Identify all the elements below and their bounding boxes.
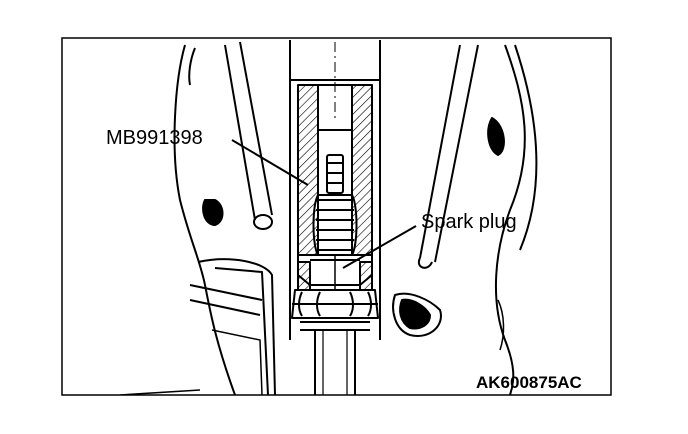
tool-label: MB991398 [106,127,203,149]
part-label: Spark plug [421,211,517,233]
tool-leader-line [231,139,309,186]
extension-bar [314,330,356,395]
spark-plug [310,154,360,290]
figure-code: AK600875AC [476,373,582,392]
socket-guide-tube [289,40,381,340]
cylinder-head-right [392,44,538,395]
spark-plug-hex [291,289,379,331]
cylinder-head-left [119,41,276,395]
part-leader-line [342,225,417,269]
